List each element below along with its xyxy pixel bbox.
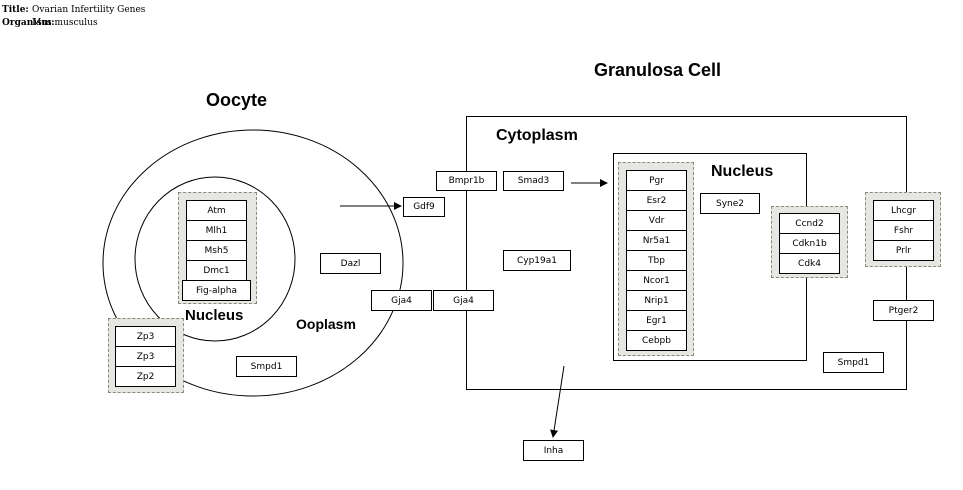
gene-box[interactable]: Mlh1	[186, 220, 247, 241]
gene-box-gdf9[interactable]: Gdf9	[403, 197, 445, 217]
gene-box[interactable]: Prlr	[873, 240, 934, 261]
gene-box[interactable]: Pgr	[626, 170, 687, 191]
gene-box[interactable]: Cebpb	[626, 330, 687, 351]
gene-box[interactable]: Ncor1	[626, 270, 687, 291]
gene-box-ptger2[interactable]: Ptger2	[873, 300, 934, 321]
gene-box[interactable]: Esr2	[626, 190, 687, 211]
gene-box[interactable]: Egr1	[626, 310, 687, 331]
gene-box[interactable]: Cdk4	[779, 253, 840, 274]
organism-line: Organism:Mus musculus	[2, 18, 98, 28]
oocyte-label: Oocyte	[206, 90, 268, 110]
organism-label: Organism:	[2, 18, 55, 28]
title-label: Title:	[2, 5, 29, 15]
granulosa-cell-label: Granulosa Cell	[594, 60, 722, 80]
gene-box-cyp19a1[interactable]: Cyp19a1	[503, 250, 571, 271]
gene-box-bmpr1b[interactable]: Bmpr1b	[436, 171, 497, 191]
gene-box[interactable]: Zp2	[115, 366, 176, 387]
gene-box[interactable]: Fig-alpha	[182, 280, 251, 301]
granulosa-nucleus-label: Nucleus	[711, 163, 774, 180]
gene-box[interactable]: Cdkn1b	[779, 233, 840, 254]
arrow-to-inha	[550, 365, 565, 438]
organism-name: Mus musculus	[32, 18, 98, 28]
ooplasm-label: Ooplasm	[296, 316, 356, 332]
title-line: Title:Ovarian Infertility Genes	[2, 5, 145, 15]
gene-box-smpd1-oocyte[interactable]: Smpd1	[236, 356, 297, 377]
gene-box[interactable]: Dmc1	[186, 260, 247, 281]
cytoplasm-label: Cytoplasm	[496, 127, 578, 144]
gene-box[interactable]: Zp3	[115, 346, 176, 367]
gene-box-smpd1-granulosa[interactable]: Smpd1	[823, 352, 884, 373]
gene-box-gja4-right[interactable]: Gja4	[433, 290, 494, 311]
gene-box[interactable]: Tbp	[626, 250, 687, 271]
gene-box-dazl[interactable]: Dazl	[320, 253, 381, 274]
gene-box[interactable]: Zp3	[115, 326, 176, 347]
gene-box[interactable]: Ccnd2	[779, 213, 840, 234]
oocyte-outline	[102, 129, 404, 397]
gene-box[interactable]: Fshr	[873, 220, 934, 241]
gene-box[interactable]: Vdr	[626, 210, 687, 231]
diagram-title: Ovarian Infertility Genes	[32, 5, 146, 15]
gene-box[interactable]: Lhcgr	[873, 200, 934, 221]
gene-box[interactable]: Nrip1	[626, 290, 687, 311]
gene-box[interactable]: Nr5a1	[626, 230, 687, 251]
gene-box-smad3[interactable]: Smad3	[503, 171, 564, 191]
oocyte-nucleus-outline	[134, 176, 296, 342]
gene-box[interactable]: Msh5	[186, 240, 247, 261]
gene-box-syne2[interactable]: Syne2	[700, 193, 760, 214]
gene-box-gja4-left[interactable]: Gja4	[371, 290, 432, 311]
oocyte-nucleus-label: Nucleus	[185, 307, 244, 324]
gene-box[interactable]: Atm	[186, 200, 247, 221]
gene-box-inha[interactable]: Inha	[523, 440, 584, 461]
